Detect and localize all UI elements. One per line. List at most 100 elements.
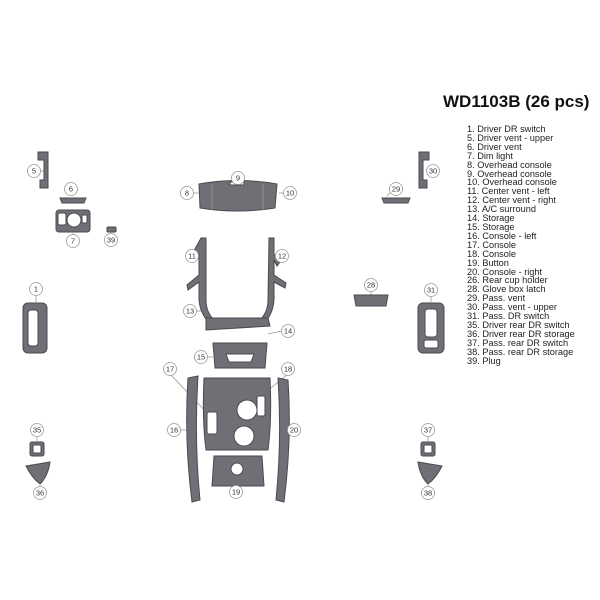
callout-35: 35 (30, 423, 44, 437)
callout-label: 7 (71, 237, 75, 246)
legend-item: 15. Storage (467, 221, 515, 232)
legend-item: 29. Pass. vent (467, 293, 526, 304)
legend-item: 17. Console (467, 239, 517, 250)
callout-37: 37 (421, 423, 435, 437)
callout-20: 20 (287, 423, 301, 437)
legend-item: 28. Glove box latch (467, 284, 546, 295)
legend-item: 39. Plug (467, 355, 501, 366)
parts-legend: 1. Driver DR switch 5. Driver vent - upp… (467, 124, 575, 366)
callout-31: 31 (424, 283, 438, 297)
callout-7: 7 (66, 234, 80, 248)
callout-label: 38 (424, 489, 432, 498)
callout-label: 39 (107, 236, 115, 245)
legend-item: 38. Pass. rear DR storage (467, 346, 574, 357)
part-13-ac-surround (205, 317, 271, 331)
part-9-overhead-console (198, 180, 278, 212)
callout-label: 29 (392, 185, 400, 194)
part-16-console-left (186, 375, 201, 503)
callout-label: 18 (284, 365, 292, 374)
callout-label: 30 (429, 167, 437, 176)
part-7-dim-light (55, 209, 91, 233)
callout-16: 16 (167, 423, 181, 437)
callout-label: 35 (33, 426, 41, 435)
legend-item: 12. Center vent - right (467, 195, 556, 206)
callout-label: 15 (197, 353, 205, 362)
callout-label: 17 (166, 365, 174, 374)
part-39-plug (106, 226, 117, 233)
part-6-driver-vent (59, 197, 87, 204)
callout-38: 38 (421, 486, 435, 500)
legend-item: 7. Dim light (467, 150, 513, 161)
legend-item: 37. Pass. rear DR switch (467, 337, 569, 348)
callout-label: 13 (186, 307, 194, 316)
legend-item: 13. A/C surround (467, 204, 536, 215)
callout-1: 1 (29, 282, 43, 296)
callout-label: 1 (34, 285, 38, 294)
callout-39: 39 (104, 233, 118, 247)
part-36-driver-rear-dr-storage (25, 461, 51, 485)
callout-8: 8 (180, 186, 194, 200)
part-17-18-console (202, 377, 272, 451)
legend-item: 5. Driver vent - upper (467, 132, 554, 143)
legend-item: 30. Pass. vent - upper (467, 302, 557, 313)
callout-28: 28 (364, 278, 378, 292)
part-31-pass-dr-switch (417, 302, 445, 354)
callout-13: 13 (183, 304, 197, 318)
callout-label: 11 (188, 252, 196, 261)
callout-5: 5 (27, 164, 41, 178)
callout-29: 29 (389, 182, 403, 196)
callout-label: 12 (278, 252, 286, 261)
legend-item: 11. Center vent - left (467, 186, 550, 197)
legend-item: 1. Driver DR switch (467, 124, 546, 134)
part-37-pass-rear-dr-switch (420, 441, 436, 457)
callout-label: 10 (286, 189, 294, 198)
callout-9: 9 (231, 171, 245, 185)
legend-item: 26. Rear cup holder (467, 275, 548, 286)
callout-12: 12 (275, 249, 289, 263)
callout-11: 11 (185, 249, 199, 263)
callout-19: 19 (229, 485, 243, 499)
legend-item: 31. Pass. DR switch (467, 311, 550, 322)
callout-10: 10 (283, 186, 297, 200)
legend-item: 35. Driver rear DR switch (467, 319, 570, 330)
callout-30: 30 (426, 164, 440, 178)
legend-item: 14. Storage (467, 213, 515, 224)
part-19-button (211, 455, 265, 487)
part-28-glove-box-latch (353, 294, 389, 307)
part-30-pass-vent-upper (418, 151, 430, 189)
callout-label: 36 (36, 489, 44, 498)
legend-item: 9. Overhead console (467, 168, 552, 179)
part-1-driver-dr-switch (22, 302, 48, 354)
callout-label: 6 (69, 185, 73, 194)
callout-label: 14 (284, 327, 292, 336)
callout-label: 9 (236, 174, 240, 183)
callout-label: 37 (424, 426, 432, 435)
part-38-pass-rear-dr-storage (417, 461, 443, 485)
part-12-center-vent-right (259, 237, 287, 325)
callout-label: 8 (185, 189, 189, 198)
callout-label: 31 (427, 286, 435, 295)
legend-item: 10. Overhead console (467, 177, 557, 188)
callout-36: 36 (33, 486, 47, 500)
legend-item: 36. Driver rear DR storage (467, 328, 575, 339)
part-20-console-right (275, 377, 290, 503)
part-29-pass-vent (381, 197, 411, 204)
legend-item: 19. Button (467, 257, 509, 268)
legend-item: 8. Overhead console (467, 159, 552, 170)
part-5-driver-vent-upper (37, 151, 49, 189)
part-35-driver-rear-dr-switch (29, 441, 45, 457)
legend-item: 16. Console - left (467, 230, 537, 241)
callout-14: 14 (281, 324, 295, 338)
callout-17: 17 (163, 362, 177, 376)
callout-label: 20 (290, 426, 298, 435)
callout-label: 19 (232, 488, 240, 497)
callout-label: 28 (367, 281, 375, 290)
part-14-15-storage (212, 342, 268, 369)
legend-item: 6. Driver vent (467, 141, 522, 152)
callout-label: 16 (170, 426, 178, 435)
callout-6: 6 (64, 182, 78, 196)
legend-item: 18. Console (467, 248, 517, 259)
legend-item: 20. Console - right (467, 266, 543, 277)
callout-18: 18 (281, 362, 295, 376)
